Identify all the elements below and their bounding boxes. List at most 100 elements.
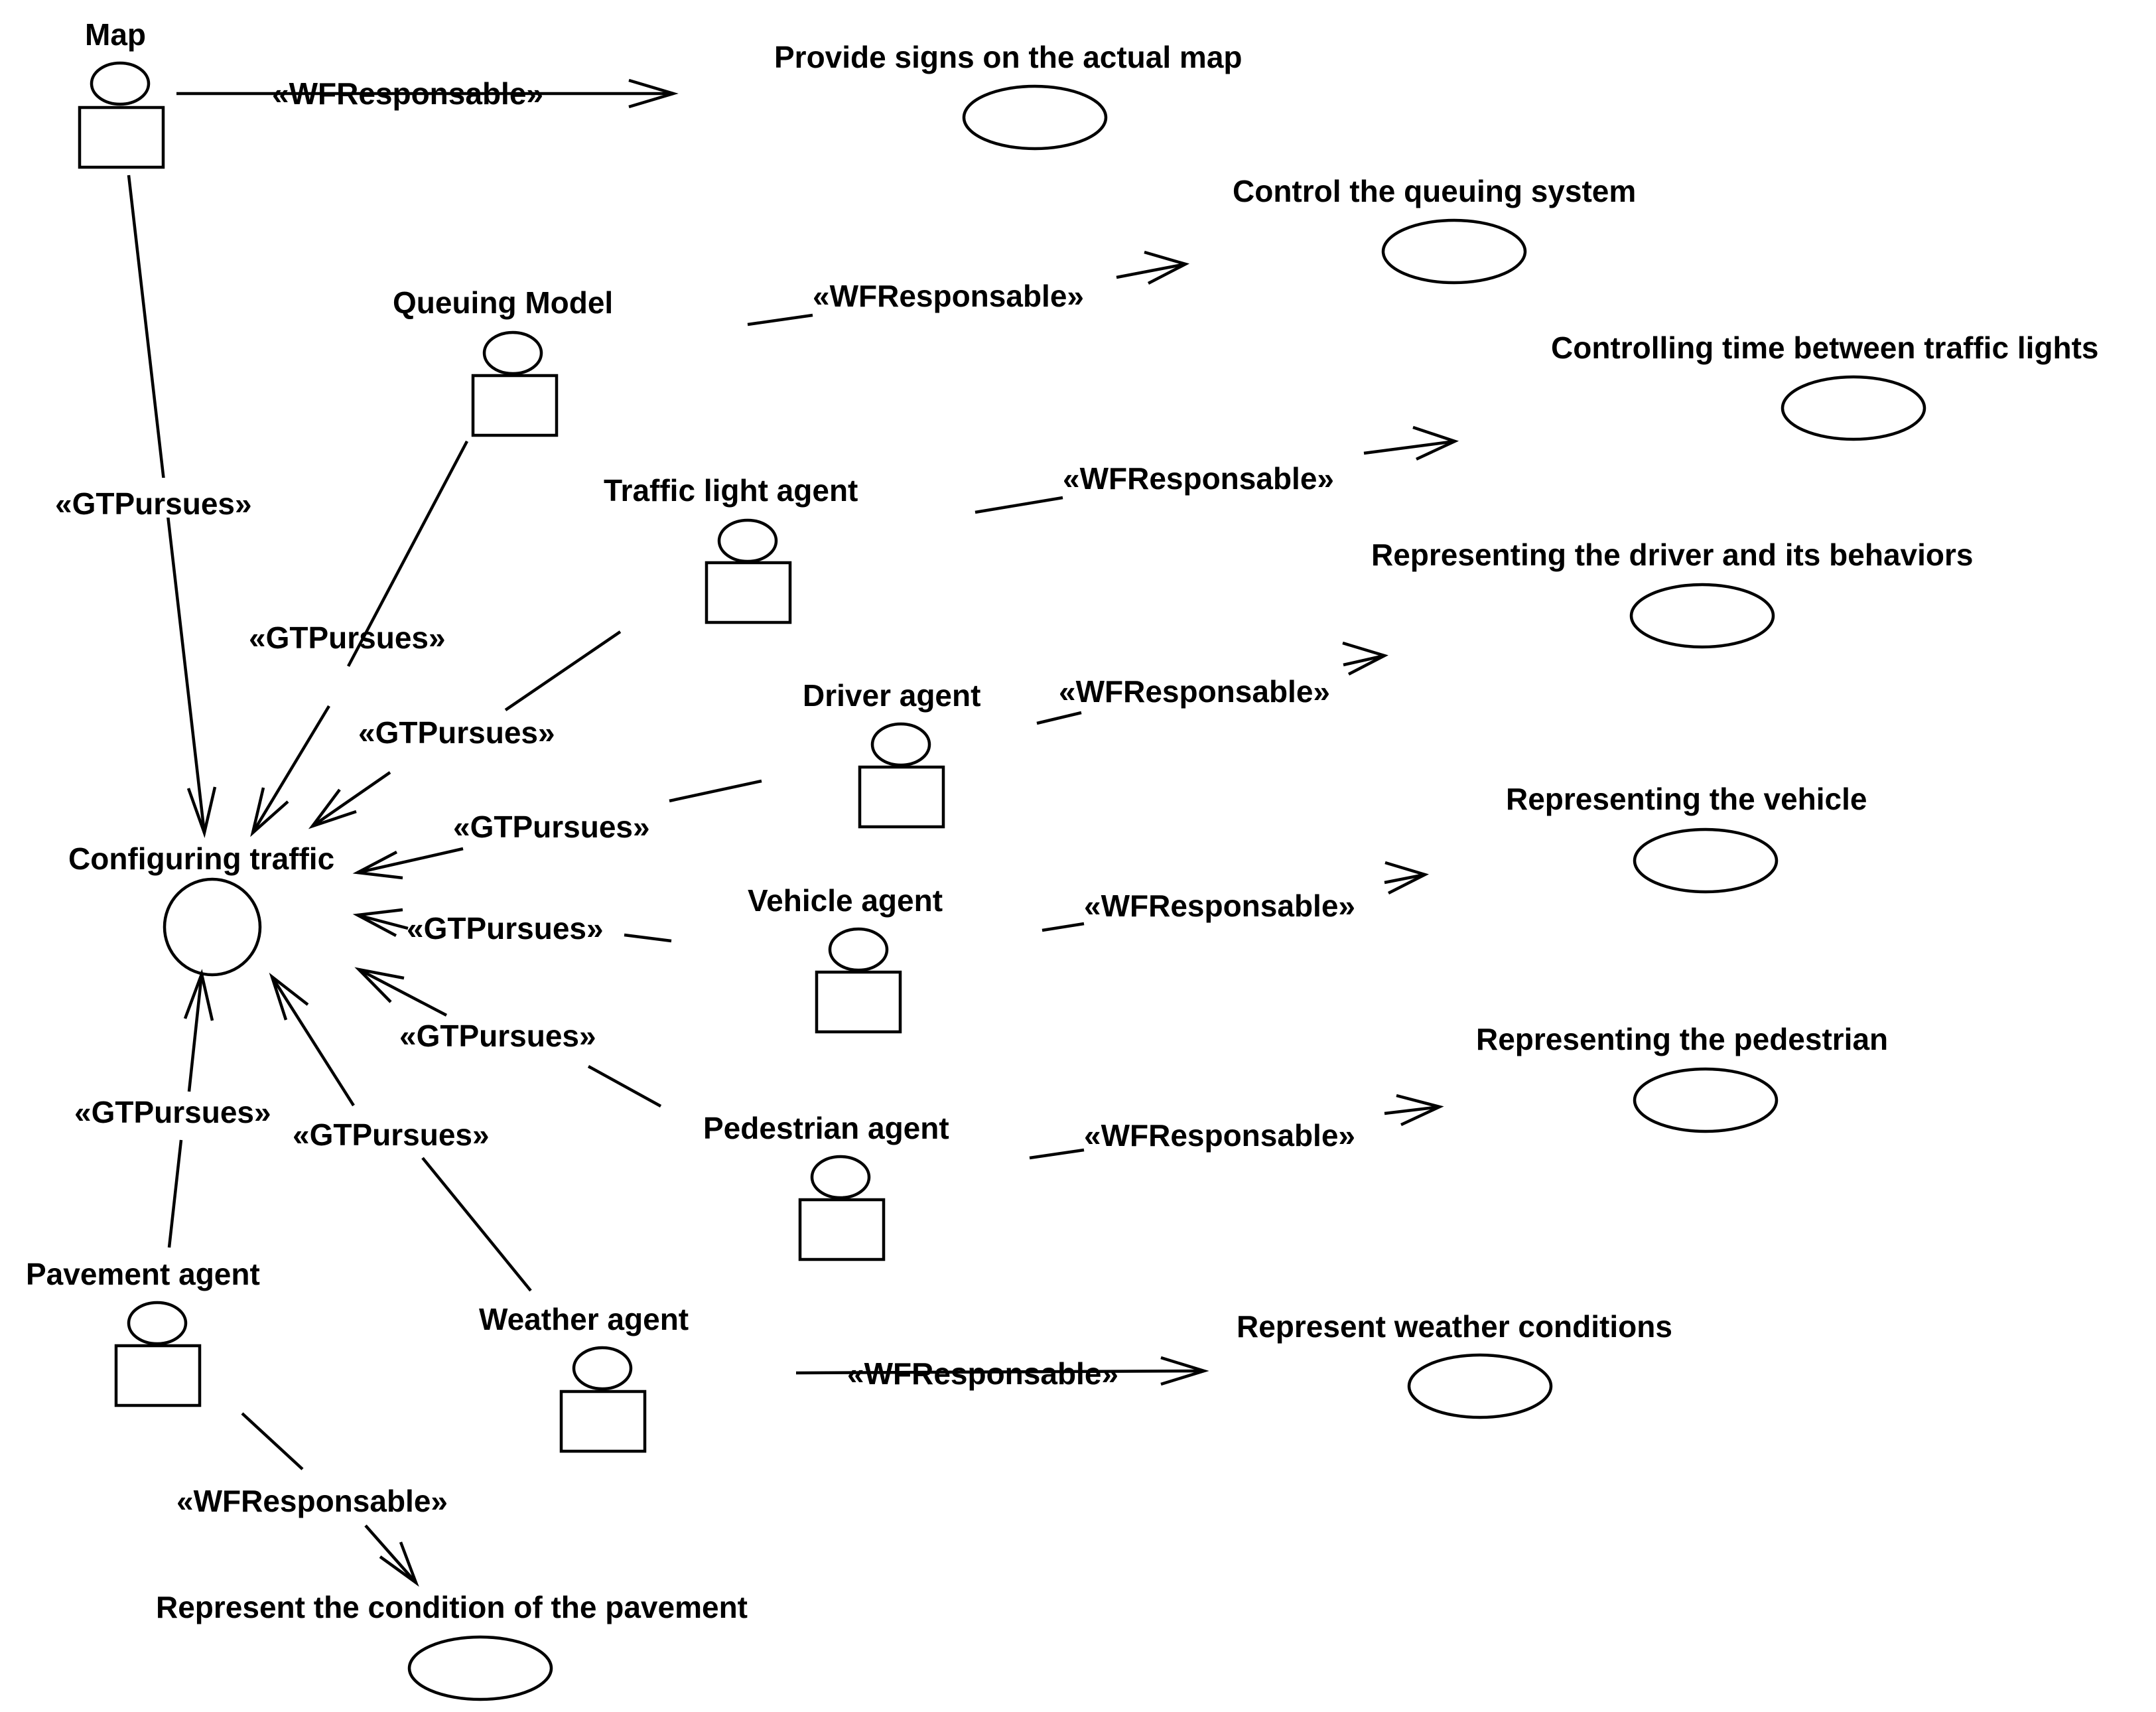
edge-line xyxy=(1343,654,1385,667)
edge-line xyxy=(1029,1148,1085,1160)
agent-map: Map xyxy=(78,17,165,169)
edge-line xyxy=(347,440,468,668)
edge-line xyxy=(357,913,409,930)
edge-label: «GTPursues» xyxy=(399,1019,596,1053)
agent-head-icon xyxy=(482,330,543,376)
arrowhead-icon xyxy=(1144,250,1190,285)
edge-line xyxy=(357,847,464,875)
agent-head-icon xyxy=(90,61,151,106)
edge-map-pursues: «GTPursues» xyxy=(53,175,279,838)
edge-pavement-pursues: «GTPursues» xyxy=(74,969,271,1248)
arrowhead-icon xyxy=(183,969,214,1021)
agent-label-traffic-light: Traffic light agent xyxy=(604,473,858,508)
goal-circle xyxy=(163,877,262,977)
edge-queuing-pursues: «GTPursues» xyxy=(249,440,468,837)
agent-body-icon xyxy=(559,1390,647,1453)
task-controlling-time: Controlling time between traffic lights xyxy=(1551,330,2098,441)
edge-line xyxy=(1363,439,1455,455)
edge-label: «GTPursues» xyxy=(293,1117,490,1152)
edge-label: «GTPursues» xyxy=(407,911,604,946)
edge-line xyxy=(1036,711,1082,725)
edge-pedestrian-pursues: «GTPursues» xyxy=(354,967,662,1107)
edge-line xyxy=(187,973,204,1092)
edge-line xyxy=(1042,922,1085,932)
edge-weather-pursues: «GTPursues» xyxy=(269,972,532,1292)
task-ellipse xyxy=(1407,1353,1553,1419)
task-ellipse xyxy=(407,1635,553,1701)
edge-line xyxy=(1384,1105,1440,1115)
task-represent-pavement: Represent the condition of the pavement xyxy=(156,1590,748,1701)
edge-pavement-responsable: «WFResponsable» xyxy=(176,1412,448,1587)
edge-line xyxy=(1116,262,1186,279)
task-representing-driver: Representing the driver and its behavior… xyxy=(1371,537,1973,649)
agent-head-icon xyxy=(127,1301,188,1346)
task-label: Representing the pedestrian xyxy=(1476,1022,1888,1056)
task-ellipse xyxy=(1629,583,1775,649)
agent-body-icon xyxy=(705,561,792,624)
agent-label-weather: Weather agent xyxy=(479,1302,689,1336)
agent-label-map: Map xyxy=(85,17,146,52)
edge-vehicle-pursues: «GTPursues» xyxy=(352,908,672,946)
edge-traffic-light-pursues: «GTPursues» xyxy=(308,630,622,829)
edge-label: «WFResponsable» xyxy=(1084,1118,1355,1153)
edge-label: «WFResponsable» xyxy=(176,1484,448,1518)
edge-driver-responsable: «WFResponsable» xyxy=(1036,641,1388,725)
edge-line xyxy=(251,705,330,834)
edge-label: «WFResponsable» xyxy=(1084,889,1355,923)
arrowhead-icon xyxy=(186,786,217,838)
task-provide-signs: Provide signs on the actual map xyxy=(774,40,1243,151)
edge-map-responsable: «WFResponsable» xyxy=(176,76,679,111)
arrowhead-icon xyxy=(1160,1356,1209,1386)
agent-pedestrian: Pedestrian agent xyxy=(703,1111,949,1261)
agent-head-icon xyxy=(870,722,931,767)
task-label: Provide signs on the actual map xyxy=(774,40,1243,74)
edge-queuing-responsable: «WFResponsable» xyxy=(747,250,1190,326)
edge-label: «GTPursues» xyxy=(74,1095,271,1129)
task-representing-vehicle: Representing the vehicle xyxy=(1506,782,1867,894)
edge-line xyxy=(669,779,762,803)
edge-line xyxy=(747,313,813,326)
agent-vehicle: Vehicle agent xyxy=(748,883,943,1034)
edge-line xyxy=(504,630,622,711)
agent-label-vehicle: Vehicle agent xyxy=(748,883,943,918)
task-ellipse xyxy=(1633,1067,1779,1133)
agent-head-icon xyxy=(717,518,778,563)
arrowhead-icon xyxy=(250,787,289,837)
task-ellipse xyxy=(1381,218,1527,285)
edge-line xyxy=(1384,873,1426,885)
edge-line xyxy=(975,496,1063,514)
edge-label: «WFResponsable» xyxy=(1063,461,1334,496)
task-label: Representing the driver and its behavior… xyxy=(1371,537,1973,572)
task-ellipse xyxy=(1633,827,1779,894)
task-ellipse xyxy=(962,84,1108,151)
task-label: Control the queuing system xyxy=(1233,174,1636,208)
edge-line xyxy=(421,1157,532,1292)
task-label: Represent weather conditions xyxy=(1237,1309,1672,1344)
edge-label: «GTPursues» xyxy=(358,715,555,750)
edge-label: «WFResponsable» xyxy=(1059,674,1330,709)
edge-label: «GTPursues» xyxy=(55,486,252,521)
edge-pedestrian-responsable: «WFResponsable» xyxy=(1029,1094,1444,1160)
arrowhead-icon xyxy=(308,788,357,829)
edge-label: «WFResponsable» xyxy=(813,279,1084,313)
agent-head-icon xyxy=(828,927,889,972)
agent-traffic-light: Traffic light agent xyxy=(604,473,858,624)
edge-label: «WFResponsable» xyxy=(272,76,543,111)
edge-line xyxy=(795,1369,1205,1375)
task-control-queuing: Control the queuing system xyxy=(1233,174,1636,285)
task-label: Represent the condition of the pavement xyxy=(156,1590,748,1624)
edge-weather-responsable: «WFResponsable» xyxy=(795,1356,1209,1391)
edge-line xyxy=(271,975,355,1107)
edge-label-bg xyxy=(53,478,279,518)
arrowhead-icon xyxy=(628,78,679,109)
agent-body-icon xyxy=(815,970,902,1034)
edge-label: «GTPursues» xyxy=(453,810,650,844)
agent-label-driver: Driver agent xyxy=(803,678,980,713)
edge-line xyxy=(364,1524,417,1584)
agent-weather: Weather agent xyxy=(479,1302,689,1453)
edge-line xyxy=(624,933,672,943)
agent-body-icon xyxy=(798,1198,886,1261)
edge-line xyxy=(587,1065,662,1107)
edge-line xyxy=(167,1139,183,1248)
